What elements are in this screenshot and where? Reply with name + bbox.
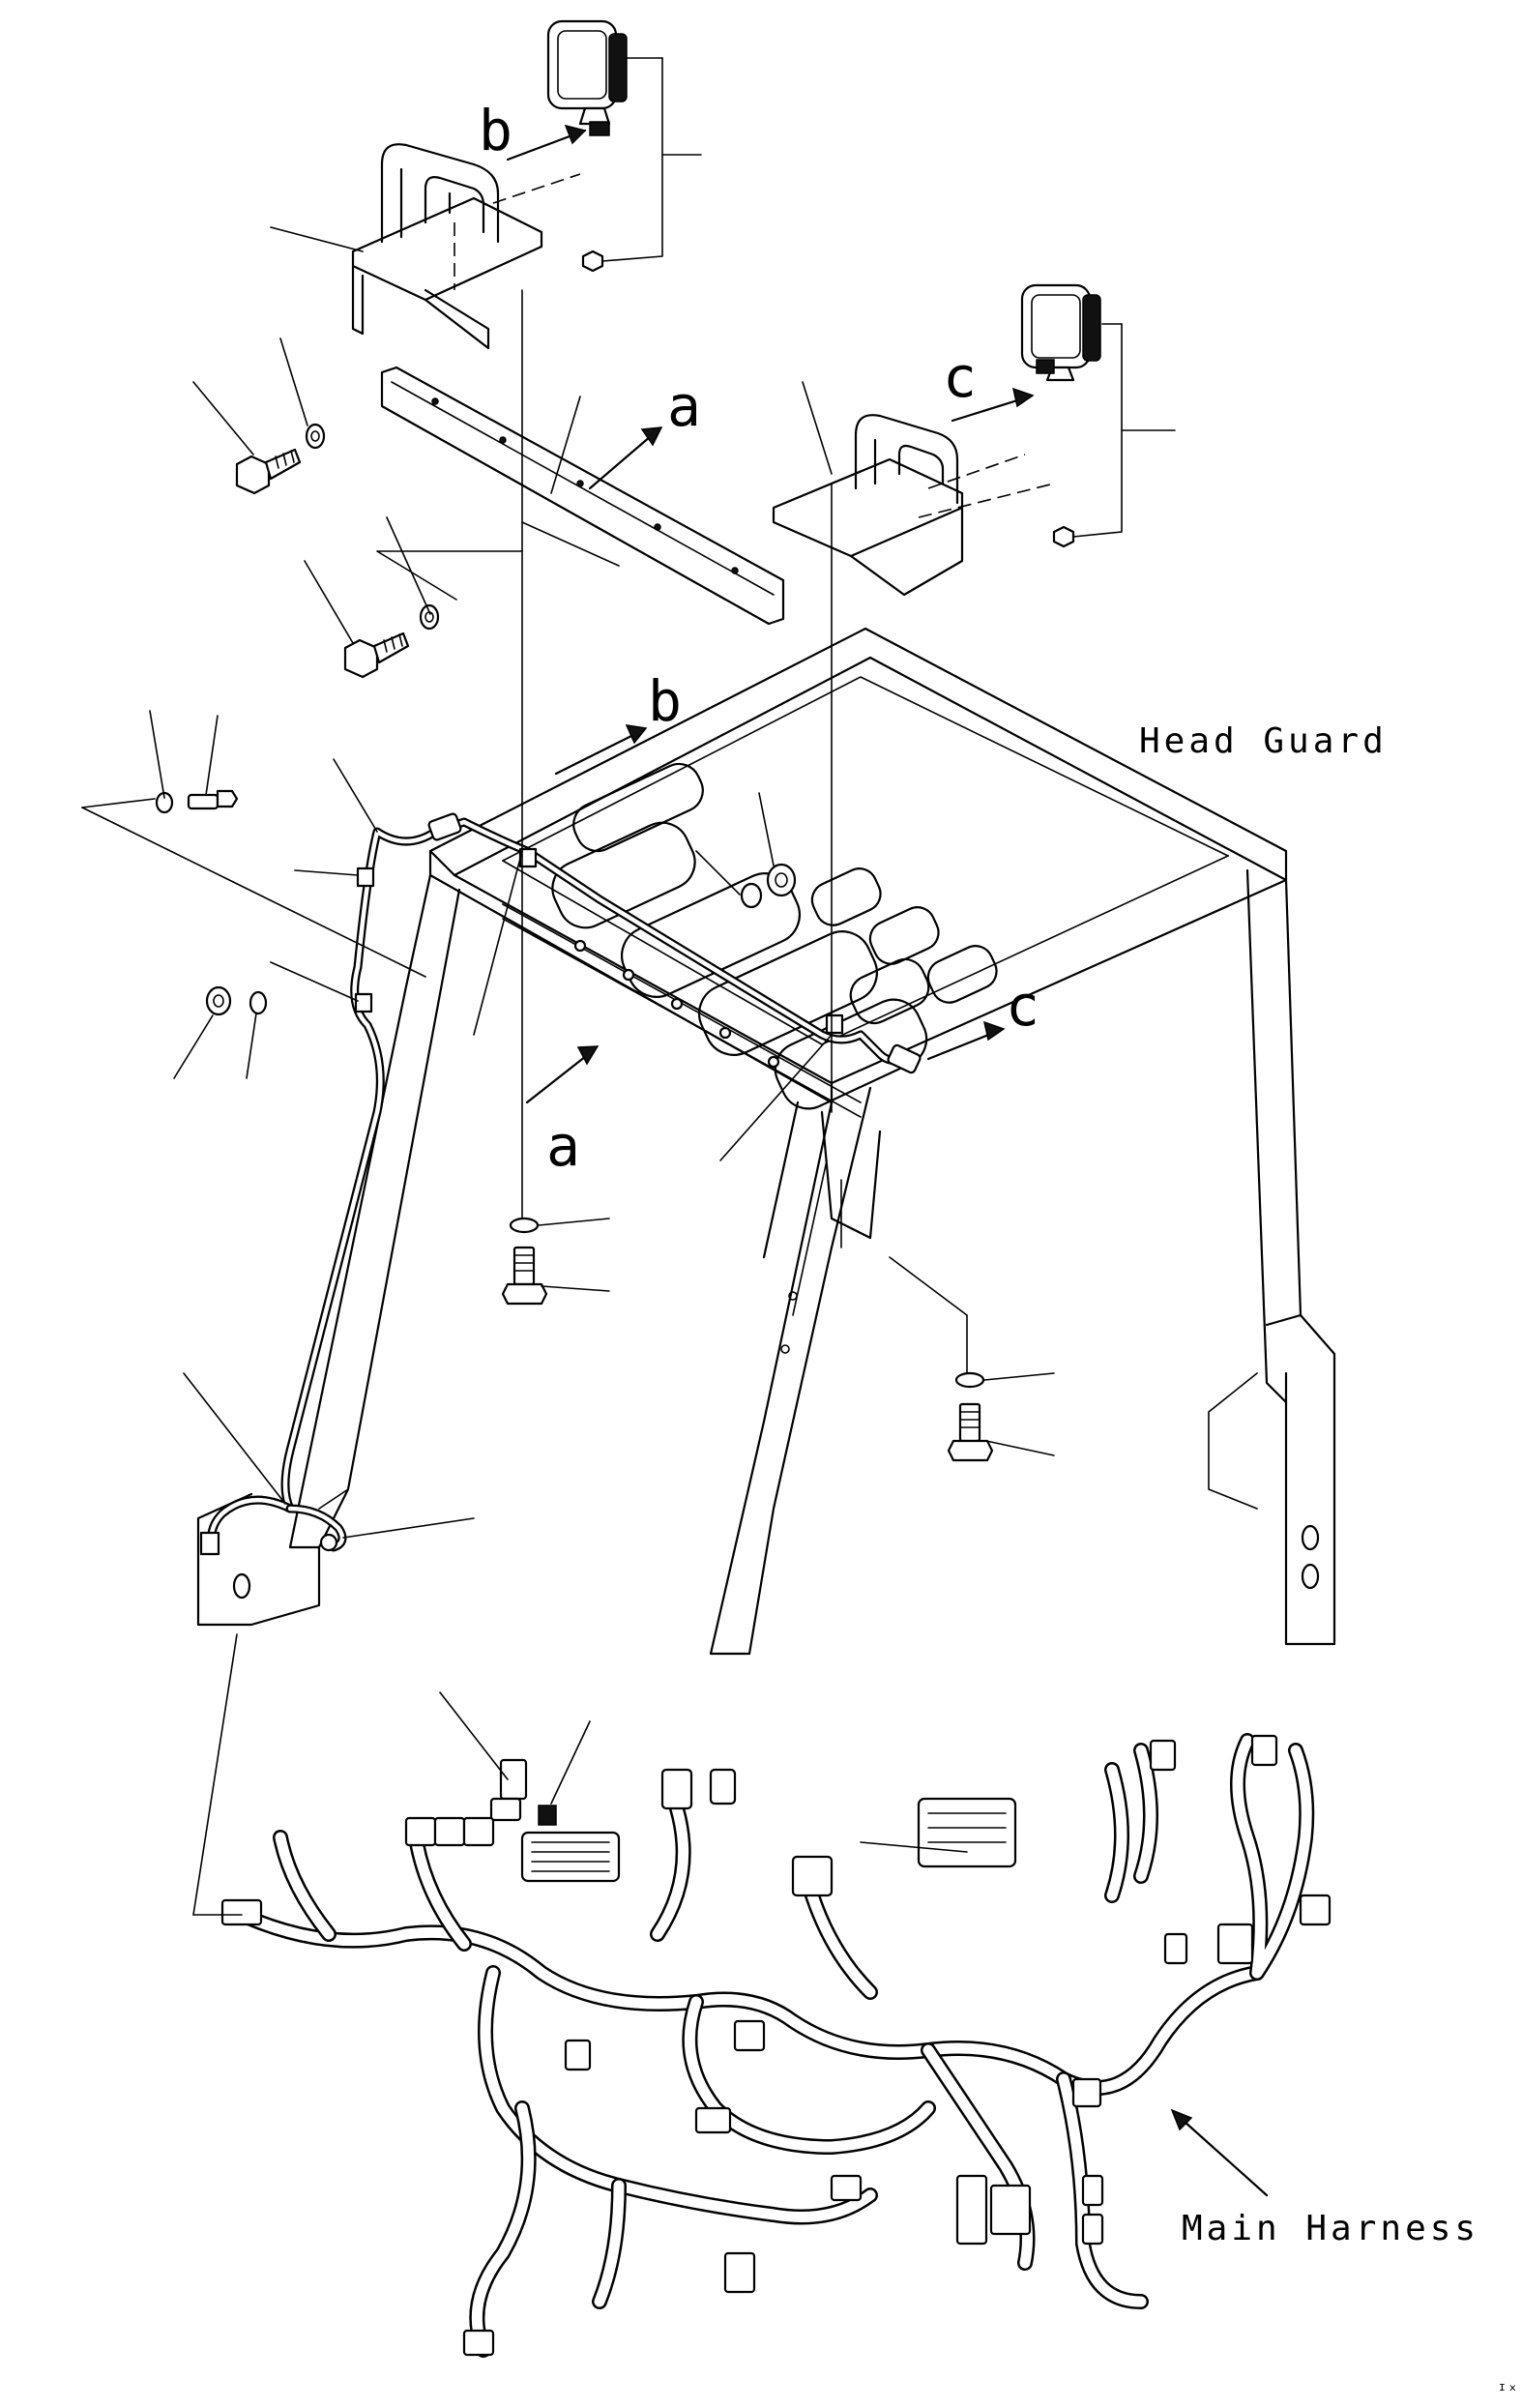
label-main-harness: Main Harness bbox=[1182, 2209, 1479, 2248]
work-lamp-right bbox=[1020, 283, 1101, 382]
hex-nut-icon bbox=[205, 985, 232, 1016]
head-guard-frame bbox=[196, 627, 1336, 1656]
label-b-top: b bbox=[479, 98, 512, 163]
arrow-c-top bbox=[951, 387, 1035, 423]
corner-code: ᴵˣ bbox=[1497, 2381, 1518, 2401]
lamp-bracket-right bbox=[772, 414, 1055, 597]
label-c-bottom: c bbox=[1006, 973, 1039, 1039]
label-b-bottom: b bbox=[648, 668, 682, 734]
washer-icon bbox=[155, 791, 174, 814]
hex-bolt-icon bbox=[947, 1402, 994, 1462]
mounting-plate bbox=[380, 366, 785, 626]
arrow-c-bottom bbox=[926, 1020, 1006, 1061]
label-c-top: c bbox=[943, 344, 977, 410]
arrow-main-harness bbox=[1170, 2108, 1269, 2197]
arrow-b-bottom bbox=[554, 724, 648, 776]
arrow-a-top bbox=[588, 426, 663, 490]
washer-icon bbox=[740, 882, 763, 909]
hex-bolt-icon bbox=[235, 448, 302, 495]
arrow-a-bottom bbox=[525, 1045, 600, 1104]
hex-nut-icon bbox=[766, 863, 797, 897]
hex-bolt-icon bbox=[501, 1246, 548, 1306]
direction-arrows bbox=[506, 124, 1269, 2197]
hex-nut-icon bbox=[1052, 525, 1075, 548]
text-labels: b a c b a c Head Guard Main Harness ᴵˣ bbox=[479, 98, 1518, 2401]
leader-lines bbox=[81, 57, 1176, 1916]
washer-icon bbox=[954, 1371, 985, 1389]
label-a-top: a bbox=[667, 373, 701, 439]
hex-bolt-icon bbox=[187, 789, 239, 810]
lamp-wire-harness bbox=[199, 812, 922, 1556]
hex-bolt-icon bbox=[343, 631, 410, 679]
label-head-guard: Head Guard bbox=[1139, 721, 1388, 761]
washer-icon bbox=[509, 1217, 540, 1234]
label-a-bottom: a bbox=[546, 1113, 580, 1179]
hex-nut-icon bbox=[581, 250, 604, 273]
main-harness bbox=[220, 1733, 1332, 2358]
lamp-bracket-left bbox=[351, 143, 581, 350]
fuse-icon bbox=[489, 1758, 528, 1822]
work-lamp-left bbox=[546, 19, 628, 136]
washer-icon bbox=[249, 990, 268, 1015]
washer-icon bbox=[305, 423, 326, 450]
relay-icon bbox=[538, 1805, 557, 1826]
washer-icon bbox=[419, 603, 440, 631]
arrow-b-top bbox=[506, 124, 587, 162]
